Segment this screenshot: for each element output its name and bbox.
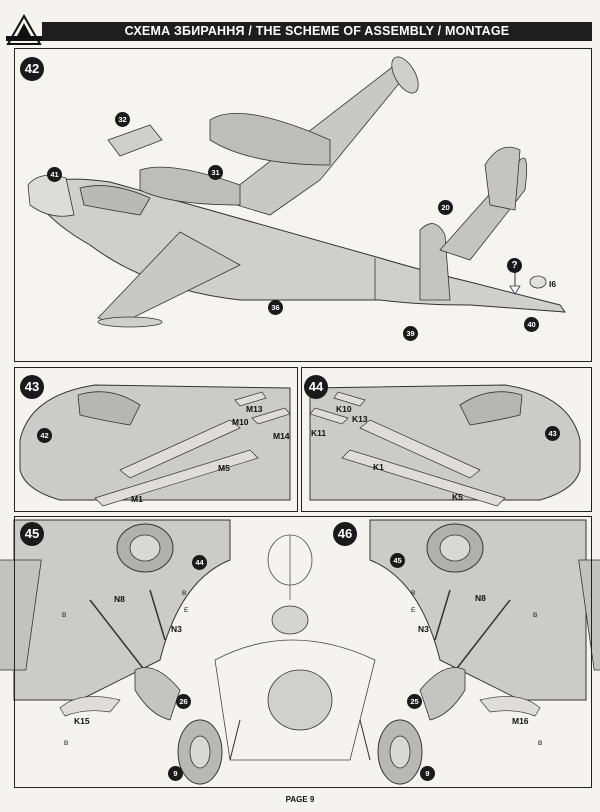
label-n3-left: N3: [171, 624, 182, 634]
page-header: СХЕМА ЗБИРАННЯ / THE SCHEME OF ASSEMBLY …: [42, 22, 592, 41]
step-44-panel: [301, 367, 592, 512]
glue-note-b-1: B: [62, 612, 67, 619]
step-number-43: 43: [20, 375, 44, 399]
glue-note-b-5: B: [533, 612, 538, 619]
part-32: 32: [115, 112, 130, 127]
label-n8-left: N8: [114, 594, 125, 604]
part-31: 31: [208, 165, 223, 180]
glue-note-e-2: E: [411, 607, 416, 614]
label-m13: M13: [246, 404, 263, 414]
glue-note-b-4: B: [411, 590, 416, 597]
glue-note-e: E: [184, 607, 189, 614]
part-ref-44: 44: [192, 555, 207, 570]
glue-note-b-3: B: [64, 740, 69, 747]
label-k15: K15: [74, 716, 90, 726]
optional-marker: ?: [507, 258, 522, 273]
label-m10: M10: [232, 417, 249, 427]
label-m5: M5: [218, 463, 230, 473]
label-k13: K13: [352, 414, 368, 424]
step-43-panel: [14, 367, 298, 512]
part-label-i6: I6: [549, 279, 557, 289]
part-40: 40: [524, 317, 539, 332]
part-ref-26: 26: [176, 694, 191, 709]
label-k1: K1: [373, 462, 384, 472]
part-20: 20: [438, 200, 453, 215]
part-ref-9-left: 9: [168, 766, 183, 781]
part-ref-42: 42: [37, 428, 52, 443]
part-39: 39: [403, 326, 418, 341]
label-m1: M1: [131, 494, 143, 504]
logo-text: MODELSVIT: [8, 36, 38, 42]
part-ref-25: 25: [407, 694, 422, 709]
step-number-46: 46: [333, 522, 357, 546]
part-ref-45: 45: [390, 553, 405, 568]
modelsvit-logo: [6, 14, 42, 45]
glue-note-b-2: B: [182, 590, 187, 597]
step-45-46-panel: [14, 516, 592, 788]
step-number-44: 44: [304, 375, 328, 399]
label-k5: K5: [452, 492, 463, 502]
part-ref-43: 43: [545, 426, 560, 441]
step-number-42: 42: [20, 57, 44, 81]
label-m16: M16: [512, 716, 529, 726]
part-36: 36: [268, 300, 283, 315]
label-m14: M14: [273, 431, 290, 441]
label-k10: K10: [336, 404, 352, 414]
part-41: 41: [47, 167, 62, 182]
label-n3-right: N3: [418, 624, 429, 634]
step-number-45: 45: [20, 522, 44, 546]
part-ref-9-right: 9: [420, 766, 435, 781]
page-number: PAGE 9: [285, 795, 315, 804]
label-n8-right: N8: [475, 593, 486, 603]
glue-note-b-6: B: [538, 740, 543, 747]
label-k11: K11: [311, 428, 327, 438]
